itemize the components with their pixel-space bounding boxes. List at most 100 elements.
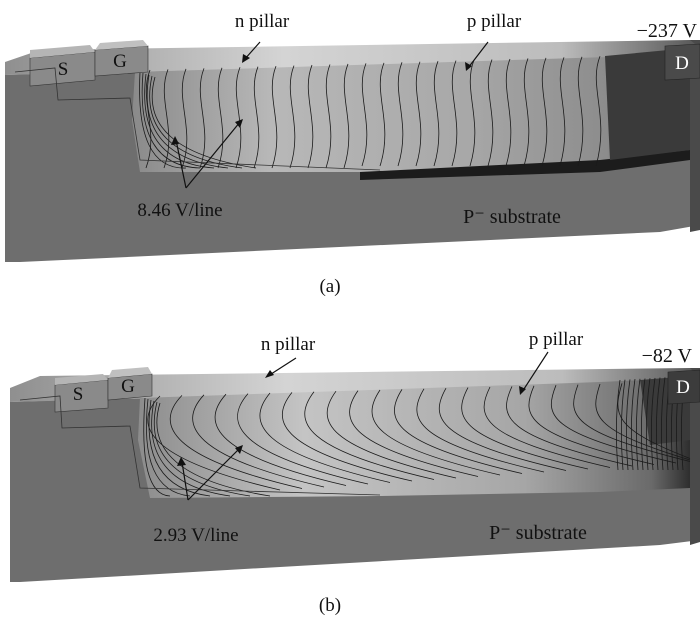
gate-label-a: G <box>113 51 127 72</box>
contour-line <box>577 56 584 167</box>
contour-line <box>326 390 457 479</box>
substrate-top-a <box>5 40 700 75</box>
caption-a: (a) <box>319 276 340 297</box>
source-block-a <box>29 45 96 87</box>
contour-line <box>661 377 666 471</box>
contour-line <box>259 392 391 483</box>
contour-line <box>523 58 530 167</box>
contour-line <box>621 379 626 471</box>
contour-line <box>149 75 243 169</box>
contour-line <box>281 392 413 482</box>
arrowhead-right-b <box>235 445 243 454</box>
contour-line <box>151 76 257 169</box>
gate-label-b: G <box>121 376 135 397</box>
panel-a: S G D −237 V n pillar p pillar 8.46 V/li… <box>5 11 700 297</box>
source-label-b: S <box>73 384 84 405</box>
contour-line <box>217 67 224 169</box>
contour-line <box>289 65 296 169</box>
drain-label-b: D <box>676 377 690 398</box>
contour-line <box>145 398 191 497</box>
contour-line <box>541 57 548 167</box>
substrate-top-b <box>10 368 700 402</box>
contour-line <box>631 379 636 471</box>
contour-line <box>636 378 641 471</box>
contour-line <box>156 402 271 497</box>
arrow-contour-left-b <box>181 461 189 501</box>
p-pillar-label-b: p pillar <box>529 329 584 350</box>
arrow-p-pillar-b <box>521 351 549 393</box>
contour-line <box>641 378 646 471</box>
contour-line <box>646 378 651 471</box>
source-block-b <box>54 374 109 413</box>
contour-line <box>483 386 611 468</box>
contour-line <box>397 62 404 167</box>
contour-spacing-b: 2.93 V/line <box>153 525 238 546</box>
contour-line <box>528 385 655 465</box>
contour-line <box>214 393 347 486</box>
contour-line <box>147 395 281 491</box>
arrowhead-left-b <box>177 457 186 466</box>
equipotential-lines-a <box>139 56 602 169</box>
arrow-contour-left-a <box>175 139 187 189</box>
contour-line <box>394 389 523 474</box>
contour-line <box>343 63 350 169</box>
contour-line <box>235 67 242 169</box>
substrate-side-b <box>690 368 700 545</box>
contour-line <box>271 66 278 169</box>
drain-voltage-a: −237 V <box>637 20 698 42</box>
contour-line <box>617 383 691 459</box>
n-pillar-label-b: n pillar <box>261 334 316 355</box>
contour-line <box>151 400 231 497</box>
substrate-label-b: P⁻ substrate <box>489 522 587 544</box>
contour-line <box>416 388 545 473</box>
contour-line <box>325 64 332 169</box>
contour-line <box>169 395 303 489</box>
arrow-contour-right-b <box>187 447 241 501</box>
contour-line <box>253 66 260 169</box>
p-pillar-label-a: p pillar <box>467 11 522 32</box>
contour-line <box>349 390 479 477</box>
contour-line <box>487 59 494 167</box>
contour-line <box>143 397 171 497</box>
p-pillar-bottom-a <box>360 150 690 180</box>
arrowhead-p-a <box>465 62 472 71</box>
contour-line <box>141 72 201 169</box>
contour-line <box>461 387 589 470</box>
arrowhead-p-b <box>519 386 526 395</box>
contour-line <box>304 391 435 480</box>
caption-b: (b) <box>319 595 341 616</box>
contour-line <box>145 69 152 169</box>
contour-line <box>438 388 567 471</box>
contour-line <box>651 377 656 471</box>
arrowhead-n-a <box>242 54 250 63</box>
contour-line <box>379 62 386 167</box>
contour-line <box>595 56 602 167</box>
source-label-a: S <box>58 59 69 80</box>
contour-line <box>415 61 422 167</box>
contour-line <box>451 60 458 167</box>
arrowhead-n-b <box>265 370 274 378</box>
contour-line <box>616 379 621 471</box>
equipotential-lines-b <box>143 376 691 497</box>
arrowhead-right-a <box>235 119 243 128</box>
panel-b: S G D −82 V n pillar p pillar 2.93 V/lin… <box>10 329 700 616</box>
contour-line <box>199 68 206 169</box>
contour-line <box>506 386 633 467</box>
arrow-n-pillar-b <box>267 357 297 377</box>
contour-line <box>469 59 476 167</box>
contour-line <box>307 64 314 169</box>
drift-region-b <box>138 378 690 498</box>
drain-block-a <box>664 43 700 81</box>
drain-voltage-b: −82 V <box>642 345 693 367</box>
n-pillar-label-a: n pillar <box>235 11 290 32</box>
arrow-contour-right-a <box>185 121 241 189</box>
contour-line <box>163 69 170 169</box>
contour-spacing-a: 8.46 V/line <box>137 200 222 221</box>
contour-line <box>237 393 369 485</box>
arrowhead-left-a <box>171 136 179 145</box>
gate-block-b <box>107 367 153 401</box>
contour-line <box>153 401 251 497</box>
contour-line <box>144 73 215 169</box>
contour-line <box>559 57 566 167</box>
